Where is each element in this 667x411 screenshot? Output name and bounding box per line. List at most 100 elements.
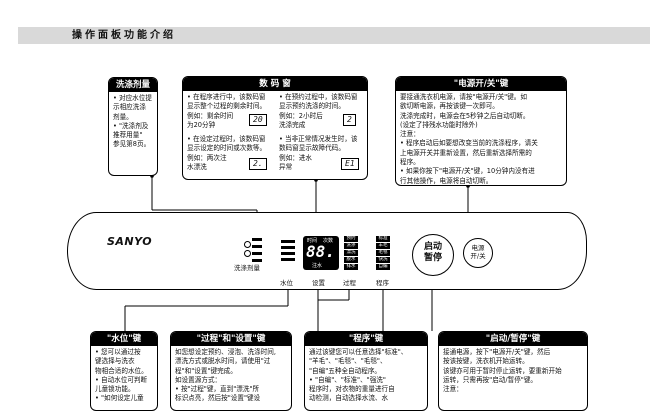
text-line: 数码窗显示故障代码。 [279,144,345,153]
start-pause-button[interactable]: 启动 暂停 [412,234,454,276]
text-line: "自编"五种全自动程序。 [309,366,382,375]
text-line: • 如果你按下"电源开/关"键，10分钟内没有进 [400,167,535,176]
indicator-led [252,238,262,241]
text-line: 如您想设定预约、浸泡、洗涤时间, [175,348,277,356]
display-info-box: 数 码 窗 • 在程序进行中，该数码窗 显示整个过程的剩余时间。 例如：剩余时间… [182,76,368,180]
text-line: 例如：进水 [279,153,312,162]
text-line: • 按"过程"键，直到"漂洗"所 [175,385,260,394]
detergent-icon [244,241,251,248]
detergent-icon [244,250,251,257]
text-line: 显示整个过程的剩余时间。 [187,102,267,111]
text-line: 洗涤完成时，电源会在5秒钟之后自动切断。 [400,111,530,120]
text-line: 儿童锁功能。 [95,385,135,394]
process-indicator-list: 预约 洗涤 漂洗 脱水 排水 [344,236,358,270]
water-level-info-box: "水位"键 • 您可以通过按 键选择与洗衣 物相合适的水位。 • 自动水位可判断… [90,331,158,411]
process-item: 排水 [344,264,358,270]
process-item: 漂洗 [344,250,358,256]
text-line: 显示预约洗涤的时间。 [279,102,345,111]
detergent-indicator-group [236,238,270,272]
pause-label: 暂停 [423,253,442,263]
start-label: 启动 [423,242,442,252]
text-line: • 在设定过程时，该数码窗 [187,135,266,144]
text-line: 欲切断电源，再按该键一次即可。 [400,102,499,111]
indicator-led [281,240,295,243]
indicator-led [252,245,262,248]
lcd-sample-reserve: 2 [343,114,356,126]
program-item: 毛毯 [376,250,390,256]
process-box-title: "过程"和"设置"键 [171,332,291,346]
text-line: • "洗涤剂及 [113,121,149,130]
detergent-box-body: • 对应水位提 示相应洗涤 剂量。 • "洗涤剂及 推荐用量" 参见第8页。 [109,92,157,152]
text-line: 异常 [279,163,293,172]
process-button[interactable]: 过程 [343,279,356,287]
text-line: 上电源开关并重新设置，然后重新选择所需的 [400,148,532,157]
display-digits: 88. [306,242,335,261]
indicator-led [281,258,295,261]
text-line: • 在程序进行中，该数码窗 [187,93,266,101]
indicator-led [252,252,262,255]
display-label-count: 次数 [323,238,334,244]
text-line: 程"和"设置"键完成。 [175,366,237,375]
text-line: 注意： [400,130,420,139]
power-box-title: "电源开/关"键 [396,77,566,91]
lcd-sample-remaining-time: 20 [249,114,267,126]
text-line: 键选择与洗衣 [95,357,135,366]
text-line: 显示设定的时间或次数等。 [187,144,267,153]
power-onoff-label: 开/关 [470,252,486,260]
text-line: • "自编"、"标准"、"强洗" [309,375,386,384]
display-left-column: • 在程序进行中，该数码窗 显示整个过程的剩余时间。 例如：剩余时间 为20分钟… [187,93,279,172]
text-line: 例如：2小时后 [279,111,323,120]
process-box-body: 如您想设定预约、浸泡、洗涤时间, 漂洗方式或脱水时间，请使用"过 程"和"设置"… [171,346,291,406]
text-line: 按该按键，洗衣机开始运转。 [443,357,529,366]
display-label-time: 时间 [307,238,318,244]
text-line: 该键亦可用于暂时停止运转，要重新开始 [443,366,562,375]
text-line: 程序时，对衣物的重量进行自 [309,385,395,394]
indicator-led [252,259,262,262]
water-box-title: "水位"键 [91,332,157,346]
text-line: • 您可以通过按 [95,348,141,356]
indicator-led [281,252,295,255]
power-button[interactable]: 电源 开/关 [463,238,493,268]
display-right-column: • 在预约过程中，该数码窗 显示预约洗涤的时间。 例如：2小时后 洗涤完成 • … [279,93,367,172]
display-label-fill: 注水 [312,263,323,269]
water-box-body: • 您可以通过按 键选择与洗衣 物相合适的水位。 • 自动水位可判断 儿童锁功能… [91,346,157,406]
text-line: 动检测，自动选择水流、水 [309,394,389,403]
text-line: 注意： [443,385,463,394]
water-level-button[interactable]: 水位 [280,279,293,287]
text-line: • 自动水位可判断 [95,375,148,384]
led-display: 时间 次数 88. 注水 [303,236,339,270]
power-info-box: "电源开/关"键 要接通洗衣机电源，请按"电源开/关"键。如 欲切断电源，再按该… [395,76,567,186]
text-line: 参见第8页。 [113,140,151,149]
text-line: 例如：两次注 [187,153,227,162]
text-line: 通过该键您可以任意选择"标准"、 [309,348,408,356]
setup-button[interactable]: 设置 [312,279,325,287]
process-item: 预约 [344,236,358,242]
text-line: 要接通洗衣机电源，请按"电源开/关"键。如 [400,93,527,101]
program-item: 标准 [376,236,390,242]
text-line: • 对应水位提 [113,94,152,102]
brand-logo: SANYO [107,235,153,248]
text-line: 水漂洗 [187,163,207,172]
water-level-leds [281,240,295,268]
text-line: 为20分钟 [187,120,216,129]
program-item: 自编 [376,264,390,270]
power-box-body: 要接通洗衣机电源，请按"电源开/关"键。如 欲切断电源，再按该键一次即可。 洗涤… [396,91,566,185]
start-pause-info-box: "启动/暂停"键 接通电源，按下"电源开/关"键，然后 按该按键，洗衣机开始运转… [438,331,588,411]
program-item: 快洗 [376,257,390,263]
start-box-title: "启动/暂停"键 [439,332,587,346]
text-line: • 当非正常情况发生时，该 [279,135,358,144]
text-line: • "如何设定儿童 [95,394,144,403]
indicator-led [281,246,295,249]
process-setup-info-box: "过程"和"设置"键 如您想设定预约、浸泡、洗涤时间, 漂洗方式或脱水时间，请使… [170,331,292,411]
start-box-body: 接通电源，按下"电源开/关"键，然后 按该按键，洗衣机开始运转。 该键亦可用于暂… [439,346,587,396]
text-line: 标识点亮，然后按"设置"键设 [175,394,261,403]
program-button[interactable]: 程序 [376,279,389,287]
lcd-sample-rinse-count: 2. [249,158,267,170]
text-line: (设定了排残水功能时除外) [400,120,478,129]
text-line: 运转，只需再按"启动/暂停"键。 [443,375,538,384]
text-line: "羊毛"、"毛毯"、"毛毯"、 [309,357,387,366]
section-title: 操作面板功能介绍 [72,30,176,41]
process-item: 洗涤 [344,243,358,249]
program-item: 羊毛 [376,243,390,249]
program-box-body: 通过该键您可以任意选择"标准"、 "羊毛"、"毛毯"、"毛毯"、 "自编"五种全… [305,346,427,406]
